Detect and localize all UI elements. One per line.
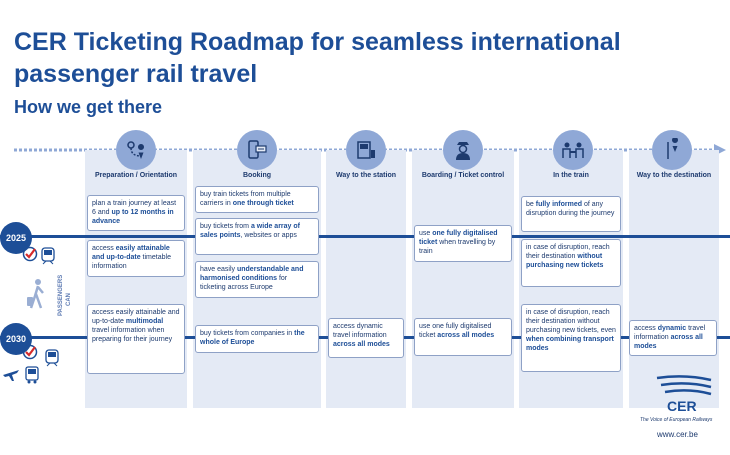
box-train-2025-disruption: in case of disruption, reach their desti… — [521, 239, 621, 287]
box-prep-2030-multimodal: access easily attainable and up-to-date … — [87, 304, 185, 374]
stage-label-station: Way to the station — [335, 172, 397, 179]
box-boarding-2030-all-modes: use one fully digitalised ticket across … — [414, 318, 512, 356]
stage-label-train: In the train — [553, 172, 589, 179]
stage-column-destination — [629, 150, 719, 408]
page-subtitle: How we get there — [14, 97, 163, 117]
logo-name: CER — [667, 398, 697, 414]
box-prep-2025-advance: plan a train journey at least 6 and up t… — [87, 195, 185, 231]
stage-column-boarding — [412, 150, 514, 408]
box-train-2025-informed: be fully informed of any disruption duri… — [521, 196, 621, 232]
box-booking-2025-through-ticket: buy train tickets from multiple carriers… — [195, 186, 319, 213]
logo-url[interactable]: www.cer.be — [657, 430, 698, 439]
stage-label-destination: Way to the destination — [636, 172, 712, 179]
box-booking-2025-sales-points: buy tickets from a wide array of sales p… — [195, 218, 319, 255]
stage-label-preparation: Preparation / Orientation — [94, 172, 178, 179]
can-label: CAN — [66, 293, 72, 306]
passengers-label: PASSENGERS — [58, 274, 64, 316]
box-boarding-2025-digital-ticket: use one fully digitalised ticket when tr… — [414, 225, 512, 262]
stage-column-station — [326, 150, 406, 408]
year-badge-2030: 2030 — [0, 323, 32, 355]
train-front-icon — [45, 349, 59, 367]
logo-tagline: The Voice of European Railways — [640, 417, 713, 423]
traveller-luggage-icon — [27, 279, 44, 309]
box-train-2030-combined-modes: in case of disruption, reach their desti… — [521, 304, 621, 372]
phone-ticket-icon — [237, 130, 277, 170]
box-booking-2025-conditions: have easily understandable and harmonise… — [195, 261, 319, 298]
check-icon — [22, 344, 38, 360]
box-station-2030-dynamic-info: access dynamic travel information across… — [328, 318, 404, 358]
check-icon — [22, 246, 38, 262]
ticket-machine-icon — [346, 130, 386, 170]
page-title: CER Ticketing Roadmap for seamless inter… — [14, 28, 621, 88]
bus-icon — [25, 366, 39, 384]
conductor-icon — [443, 130, 483, 170]
timeline-2025 — [0, 235, 730, 238]
stage-label-booking: Booking — [243, 172, 271, 179]
destination-flag-icon — [652, 130, 692, 170]
train-front-icon — [41, 247, 55, 265]
box-booking-2030-europe: buy tickets from companies in the whole … — [195, 325, 319, 353]
cer-logo-icon — [656, 375, 712, 396]
box-destination-2030-dynamic-info: access dynamic travel information across… — [629, 320, 717, 356]
route-pin-icon — [116, 130, 156, 170]
stage-label-boarding: Boarding / Ticket control — [421, 172, 505, 179]
passengers-seated-icon — [553, 130, 593, 170]
plane-icon — [3, 370, 19, 381]
box-prep-2025-timetable: access easily attainable and up-to-date … — [87, 240, 185, 277]
